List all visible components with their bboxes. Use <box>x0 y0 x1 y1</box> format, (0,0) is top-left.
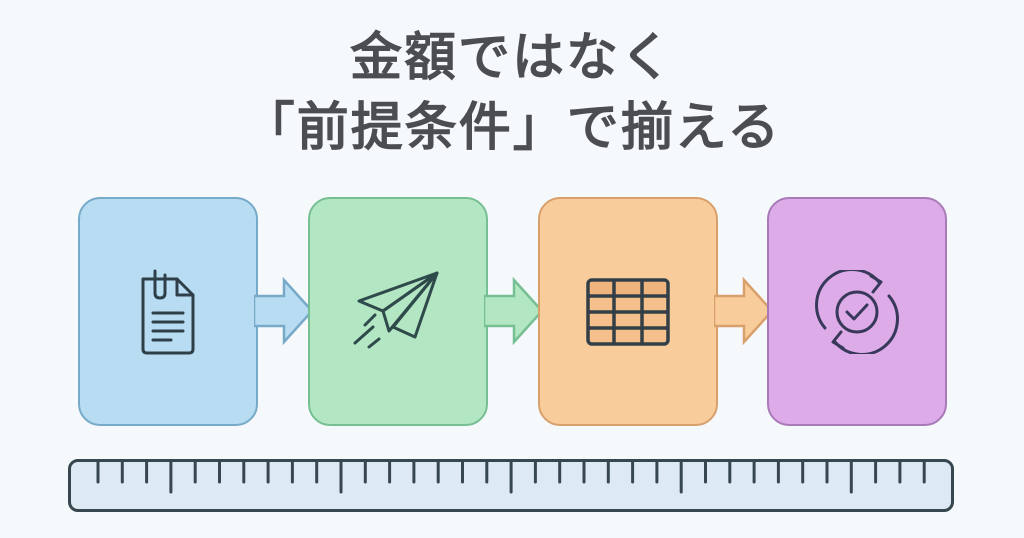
table-icon <box>586 277 670 346</box>
sync-check-icon <box>815 269 899 354</box>
ruler <box>68 459 954 512</box>
step-sync-box <box>767 197 947 426</box>
step-send-box <box>308 197 488 426</box>
step-document-box <box>78 197 258 426</box>
document-icon <box>141 269 195 354</box>
ruler-ticks <box>96 462 926 494</box>
arrow-2 <box>484 276 544 346</box>
paper-plane-icon <box>353 271 439 348</box>
step-table-box <box>538 197 718 426</box>
title-line-1: 金額ではなく <box>349 28 674 88</box>
arrow-1 <box>254 276 314 346</box>
title-line-2: 「前提条件」で揃える <box>242 98 782 158</box>
arrow-3 <box>714 276 774 346</box>
